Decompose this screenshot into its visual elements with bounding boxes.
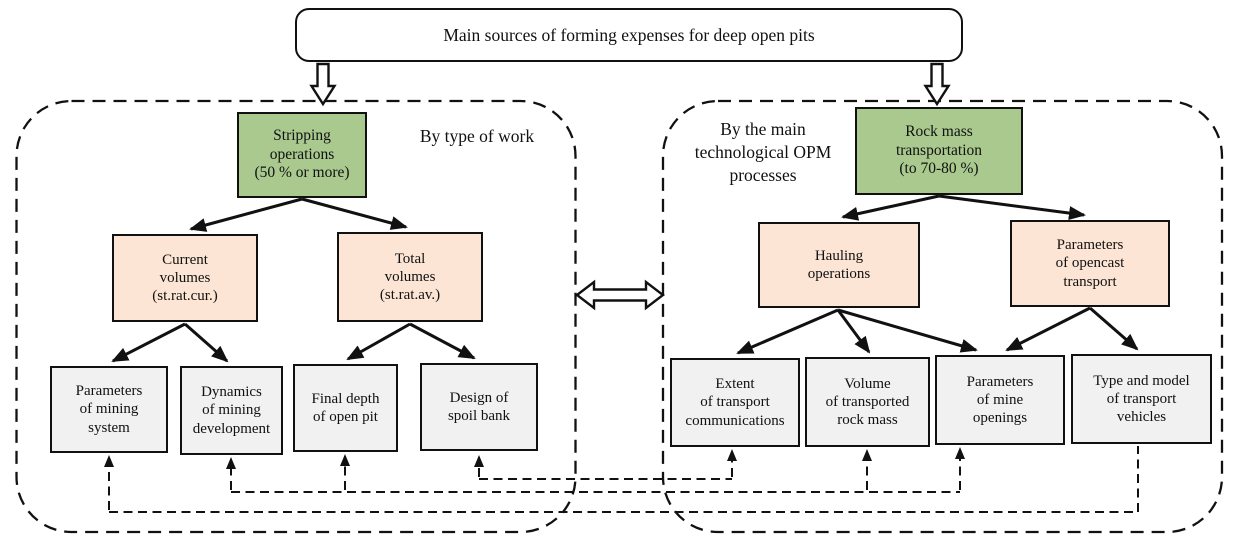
diagram-title: Main sources of forming expenses for dee… xyxy=(295,8,963,62)
node-extent-of-transport-communications: Extent of transport communications xyxy=(670,358,800,447)
group-label-by-type-of-work: By type of work xyxy=(419,126,535,146)
group-label-by-opm-processes: By the main technological OPM processes xyxy=(694,119,832,186)
tree-arrows-right xyxy=(736,194,1139,355)
down-arrow-icon-right xyxy=(923,62,951,107)
node-total-volumes: Total volumes (st.rat.av.) xyxy=(337,232,483,322)
node-current-volumes: Current volumes (st.rat.cur.) xyxy=(112,234,258,322)
node-parameters-of-mining-system: Parameters of mining system xyxy=(50,366,168,453)
node-parameters-of-mine-openings: Parameters of mine openings xyxy=(935,355,1065,445)
down-arrow-icon-left xyxy=(309,62,337,107)
group-outline-by-type-of-work xyxy=(15,99,577,534)
tree-arrows-left xyxy=(111,197,476,363)
double-arrow-icon-between-groups xyxy=(575,279,665,311)
node-dynamics-of-mining-development: Dynamics of mining development xyxy=(180,366,283,455)
node-stripping-operations: Stripping operations (50 % or more) xyxy=(237,112,367,198)
node-final-depth-of-open-pit: Final depth of open pit xyxy=(293,364,398,452)
group-outline-by-opm-processes xyxy=(661,99,1224,534)
node-parameters-of-opencast-transport: Parameters of opencast transport xyxy=(1010,220,1170,307)
node-design-of-spoil-bank: Design of spoil bank xyxy=(420,363,538,451)
node-type-and-model-of-transport-vehicles: Type and model of transport vehicles xyxy=(1071,354,1212,444)
node-hauling-operations: Hauling operations xyxy=(758,222,920,308)
node-rock-mass-transportation: Rock mass transportation (to 70-80 %) xyxy=(855,107,1023,195)
node-volume-of-transported-rock-mass: Volume of transported rock mass xyxy=(805,357,930,447)
feedback-dashed-lines xyxy=(104,446,1139,513)
